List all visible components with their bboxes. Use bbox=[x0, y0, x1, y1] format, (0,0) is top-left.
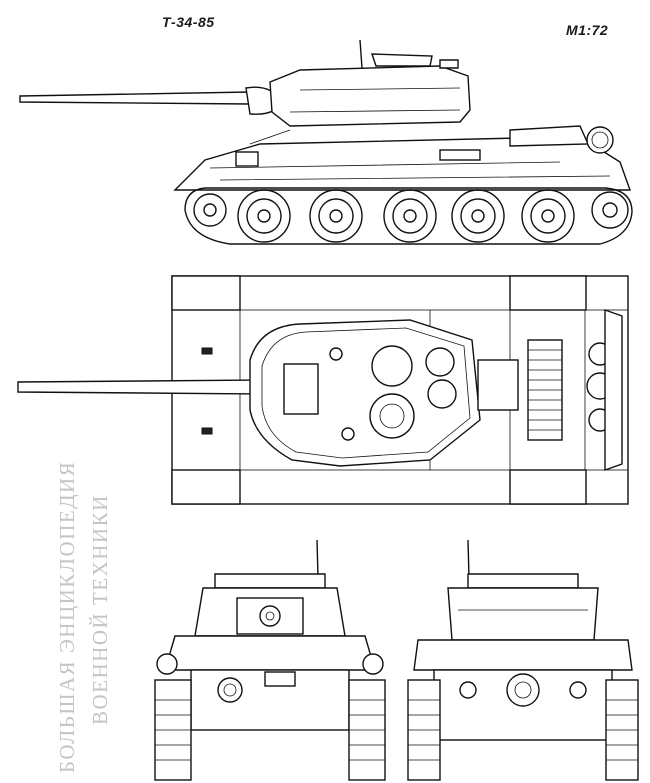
rear-view bbox=[407, 540, 639, 781]
watermark-line-2: ВОЕННОЙ ТЕХНИКИ bbox=[88, 494, 112, 725]
drawing-title: Т-34-85 bbox=[162, 14, 215, 30]
turret bbox=[269, 65, 471, 127]
commander-cupola bbox=[371, 53, 433, 67]
fuel-tank bbox=[586, 126, 614, 154]
turret-top bbox=[249, 319, 481, 467]
front-view bbox=[154, 540, 386, 781]
watermark-line-1: БОЛЬШАЯ ЭНЦИКЛОПЕДИЯ bbox=[55, 461, 79, 773]
commander-cupola-top bbox=[371, 345, 413, 387]
gun-barrel bbox=[19, 91, 251, 105]
scale-label: М1:72 bbox=[566, 22, 609, 38]
road-wheels bbox=[193, 189, 629, 243]
track bbox=[184, 187, 633, 245]
gun-barrel-top bbox=[17, 379, 269, 395]
top-view bbox=[17, 275, 629, 505]
antenna bbox=[359, 40, 363, 69]
engine-deck bbox=[509, 125, 590, 147]
side-view bbox=[19, 40, 633, 245]
watermark: БОЛЬШАЯ ЭНЦИКЛОПЕДИЯ ВОЕННОЙ ТЕХНИКИ bbox=[12, 405, 132, 775]
turret-rear bbox=[447, 587, 599, 641]
